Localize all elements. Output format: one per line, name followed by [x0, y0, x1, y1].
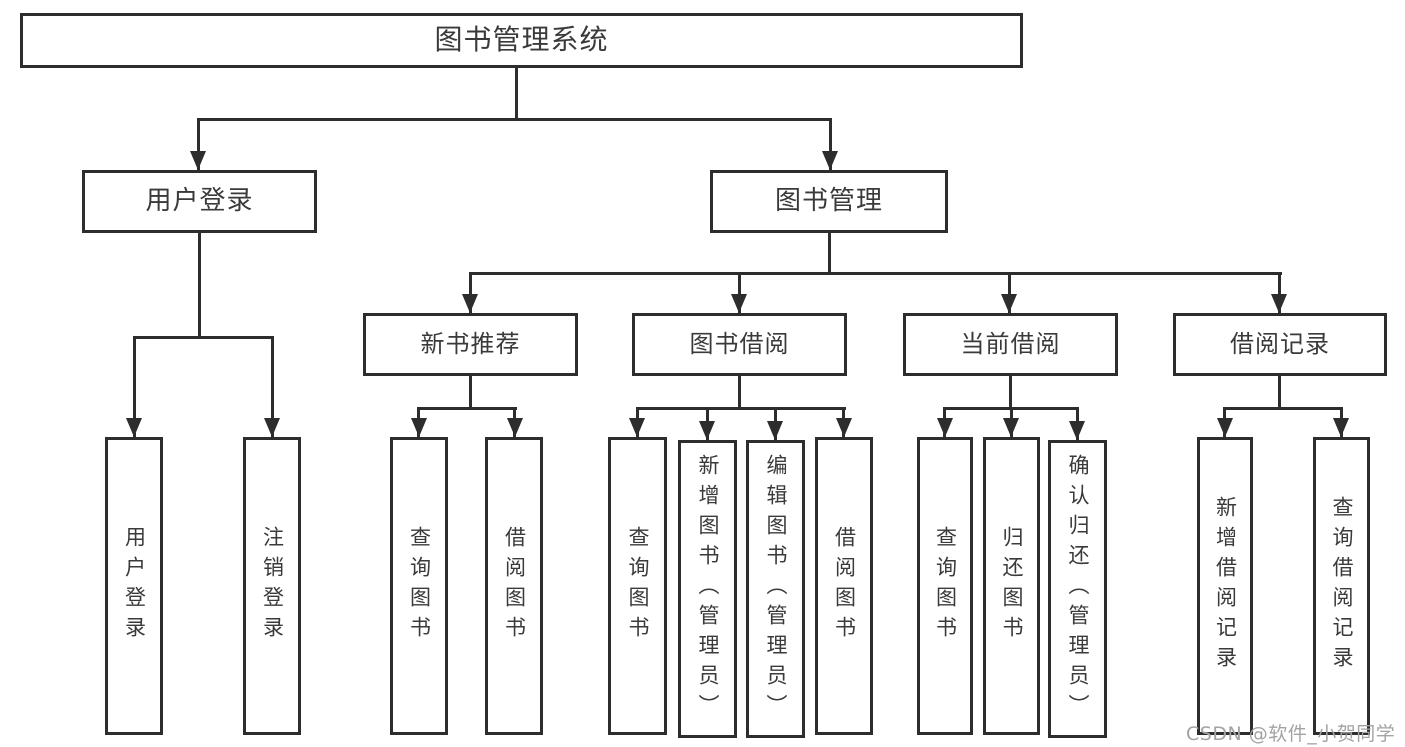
arrow-down-icon	[1217, 418, 1233, 437]
leaf-add-book-admin: 新增图书（管理员）	[678, 440, 737, 738]
connector-line-v	[469, 376, 472, 407]
arrow-down-icon	[126, 418, 142, 437]
arrow-down-icon	[937, 418, 953, 437]
watermark: CSDN @软件_小贺同学	[1186, 723, 1396, 745]
connector-line-v	[469, 272, 472, 313]
connector-line-v	[738, 376, 741, 407]
connector-line-h	[636, 407, 846, 410]
arrow-down-icon	[836, 418, 852, 437]
leaf-edit-book-admin: 编辑图书（管理员）	[746, 440, 805, 738]
connector-line-h	[417, 407, 517, 410]
arrow-down-icon	[264, 418, 280, 437]
node-root: 图书管理系统	[20, 13, 1023, 68]
connector-line-h	[1223, 407, 1342, 410]
leaf-confirm-return-admin: 确认归还（管理员）	[1048, 440, 1107, 738]
leaf-borrow-book-2: 借阅图书	[815, 437, 873, 735]
connector-line-v	[1278, 376, 1281, 407]
node-book-borrowing: 图书借阅	[632, 313, 847, 376]
connector-line-v	[133, 336, 136, 437]
arrow-down-icon	[731, 294, 747, 313]
node-current-borrowing: 当前借阅	[903, 313, 1118, 376]
connector-line-v	[1009, 376, 1012, 407]
arrow-down-icon	[822, 151, 838, 170]
node-user-login: 用户登录	[82, 170, 317, 233]
leaf-add-borrow-record: 新增借阅记录	[1197, 437, 1253, 735]
leaf-user-login: 用户登录	[105, 437, 163, 735]
connector-line-h	[197, 118, 832, 121]
arrow-down-icon	[462, 294, 478, 313]
connector-line-v	[828, 233, 831, 272]
connector-line-v	[738, 272, 741, 313]
leaf-query-borrow-record: 查询借阅记录	[1313, 437, 1370, 735]
arrow-down-icon	[629, 418, 645, 437]
arrow-down-icon	[1069, 421, 1085, 440]
node-new-book-recommendation: 新书推荐	[363, 313, 578, 376]
arrow-down-icon	[1333, 418, 1349, 437]
leaf-logout: 注销登录	[243, 437, 301, 735]
arrow-down-icon	[190, 151, 206, 170]
leaf-query-book-2: 查询图书	[608, 437, 667, 735]
connector-line-v	[1008, 272, 1011, 313]
leaf-return-book: 归还图书	[983, 437, 1040, 735]
arrow-down-icon	[507, 418, 523, 437]
connector-line-h	[469, 272, 1282, 275]
connector-line-v	[198, 233, 201, 336]
arrow-down-icon	[767, 421, 783, 440]
connector-line-v	[1278, 272, 1281, 313]
leaf-query-book-3: 查询图书	[917, 437, 973, 735]
arrow-down-icon	[699, 421, 715, 440]
connector-line-v	[829, 118, 832, 170]
connector-line-v	[515, 68, 518, 118]
connector-line-v	[271, 336, 274, 437]
leaf-borrow-book-1: 借阅图书	[485, 437, 543, 735]
node-borrowing-record: 借阅记录	[1173, 313, 1387, 376]
connector-line-h	[133, 336, 274, 339]
connector-line-v	[197, 118, 200, 170]
arrow-down-icon	[1003, 418, 1019, 437]
node-book-management: 图书管理	[710, 170, 948, 233]
leaf-query-book-1: 查询图书	[390, 437, 448, 735]
arrow-down-icon	[411, 418, 427, 437]
arrow-down-icon	[1001, 294, 1017, 313]
arrow-down-icon	[1271, 294, 1287, 313]
